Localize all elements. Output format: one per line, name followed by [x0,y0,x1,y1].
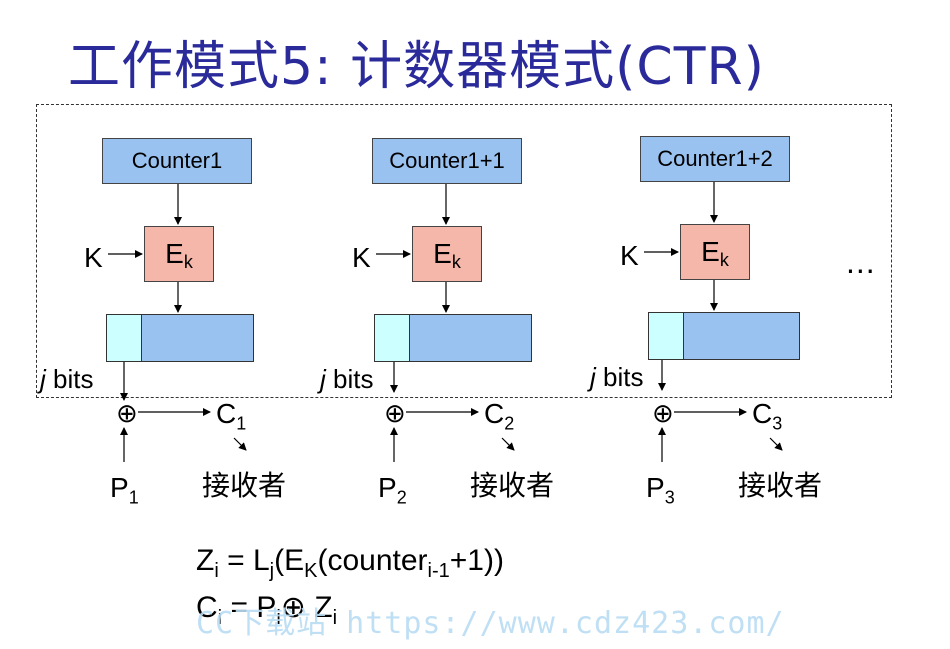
watermark-text: CC下载站 https://www.cdz423.com/ [196,606,785,641]
j-bits-label-1: j bits [40,364,94,394]
xor-symbol-2: ⊕ [384,398,406,428]
plain-label-1: P1 [110,472,139,508]
arrow-cipher-to-receiver-1 [233,437,247,451]
counter-box-2: Counter1+1 [372,138,522,184]
xor-symbol-3: ⊕ [652,398,674,428]
j-bits-block-1 [106,314,142,362]
formula-c: Ci = Pi⊕ Zi [196,591,338,629]
encryption-region [36,104,892,398]
ellipsis: ... [846,244,876,280]
j-bits-block-2 [374,314,410,362]
receiver-label-3: 接收者 [738,469,823,502]
formula-z: Zi = Lj(EK(counteri-1+1)) [196,544,504,582]
arrow-cipher-to-receiver-3 [769,437,783,451]
j-bits-label-2: j bits [320,364,374,394]
cipher-label-2: C2 [484,398,515,434]
counter-box-3: Counter1+2 [640,136,790,182]
key-label-1: K [84,242,103,273]
page-title: 工作模式5: 计数器模式(CTR) [68,37,765,97]
j-bits-block-3 [648,312,684,360]
key-label-3: K [620,240,639,271]
plain-label-3: P3 [646,472,675,508]
cipher-label-1: C1 [216,398,247,434]
plain-label-2: P2 [378,472,407,508]
cipher-label-3: C3 [752,398,783,434]
receiver-label-1: 接收者 [202,469,287,502]
xor-symbol-1: ⊕ [116,398,138,428]
key-label-2: K [352,242,371,273]
arrow-cipher-to-receiver-2 [501,437,515,451]
counter-box-1: Counter1 [102,138,252,184]
j-bits-label-3: j bits [590,362,644,392]
receiver-label-2: 接收者 [470,469,555,502]
